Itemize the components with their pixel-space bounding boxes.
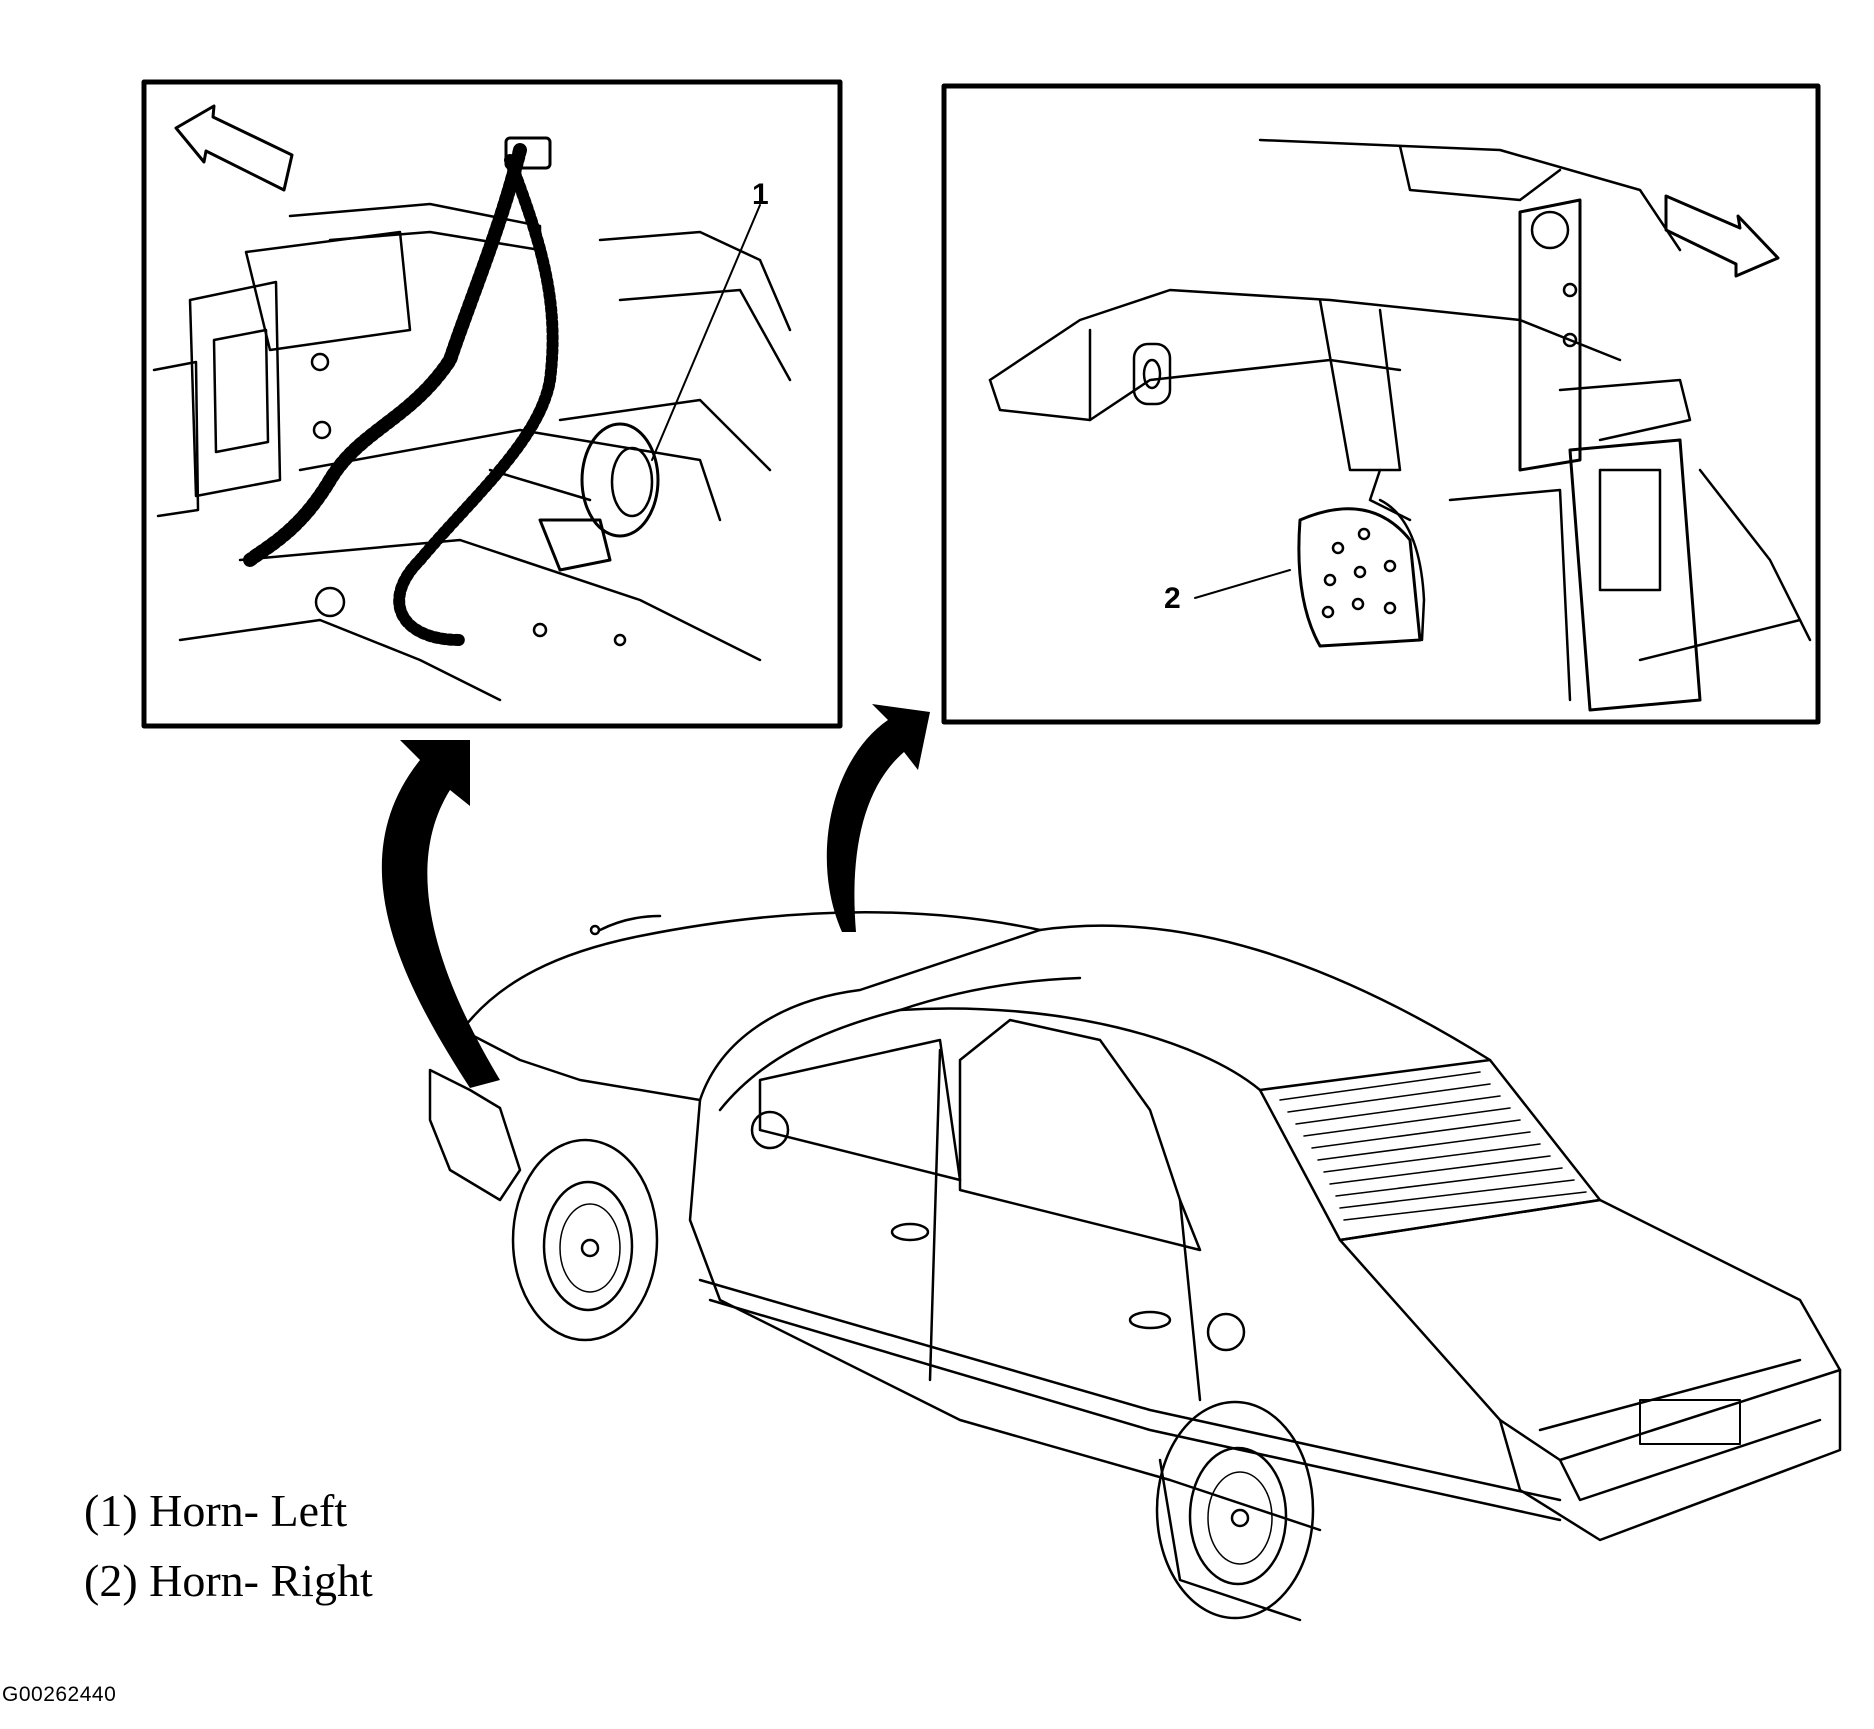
right-horn [1297,468,1426,648]
wiring-harness [243,143,527,567]
legend-item-1: (1) Horn- Left [84,1488,347,1534]
legend-label: Horn- Right [149,1555,373,1606]
right-horn-detail-panel [941,83,1821,725]
callout-leader-1 [651,204,761,461]
curved-arrow-to-left-panel [381,740,500,1088]
front-wheel [511,1138,659,1342]
callout-number-2: 2 [1164,582,1181,615]
left-horn [488,422,660,572]
direction-arrow-icon [174,104,294,192]
legend-item-2: (2) Horn- Right [84,1558,373,1604]
direction-arrow-icon [1664,194,1780,278]
rear-wheel [1155,1400,1315,1620]
curved-arrow-to-right-panel [826,704,930,932]
legend-number: (1) [84,1485,138,1536]
callout-number-1: 1 [752,178,769,211]
legend-number: (2) [84,1555,138,1606]
figure-id: G00262440 [2,1683,117,1706]
rear-window-defroster [1279,1071,1587,1221]
callout-leader-2 [1194,569,1291,599]
left-horn-detail-panel [141,79,843,729]
legend-label: Horn- Left [149,1485,348,1536]
vehicle-illustration [428,910,1842,1622]
